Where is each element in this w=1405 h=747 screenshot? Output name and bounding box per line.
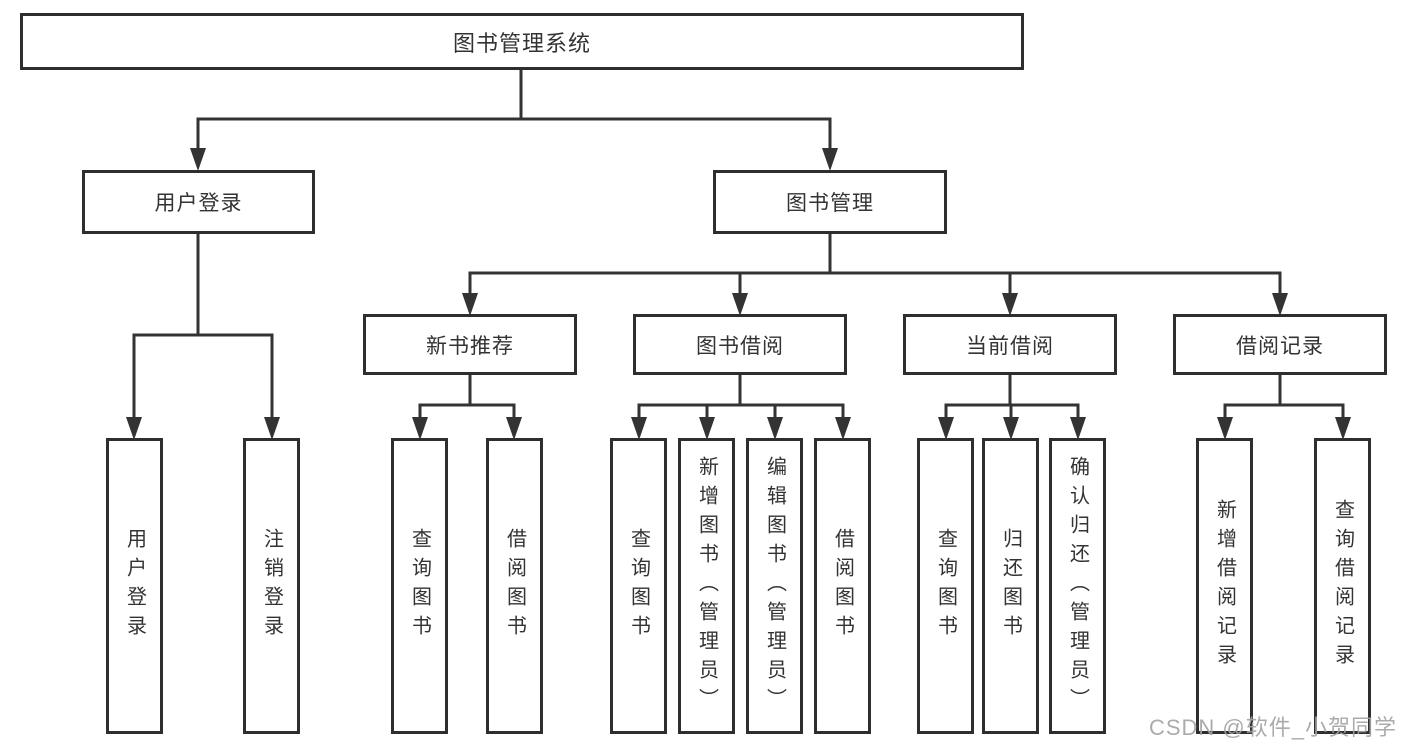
node-label: 归还图书 xyxy=(999,528,1022,644)
node-label: 借阅记录 xyxy=(1236,334,1324,358)
arrowhead-icon xyxy=(264,417,280,440)
leaf-query-books-borrow: 查询图书 xyxy=(610,438,667,734)
node-new-book-recommendation: 新书推荐 xyxy=(363,314,577,375)
node-label: 图书管理系统 xyxy=(452,30,591,56)
node-label: 新增图书（管理员） xyxy=(695,455,718,717)
node-label: 借阅图书 xyxy=(831,528,854,644)
node-label: 借阅图书 xyxy=(503,528,526,644)
arrowhead-icon xyxy=(835,417,851,440)
arrowhead-icon xyxy=(938,417,954,440)
arrowhead-icon xyxy=(1272,293,1288,316)
leaf-query-books-recommend: 查询图书 xyxy=(391,438,448,734)
leaf-edit-book-admin: 编辑图书（管理员） xyxy=(746,438,803,734)
leaf-add-borrow-record: 新增借阅记录 xyxy=(1196,438,1253,734)
leaf-confirm-return-admin: 确认归还（管理员） xyxy=(1049,438,1106,734)
arrowhead-icon xyxy=(699,417,715,440)
node-current-borrowing: 当前借阅 xyxy=(903,314,1117,375)
node-label: 编辑图书（管理员） xyxy=(763,455,786,717)
arrowhead-icon xyxy=(412,417,428,440)
leaf-logout: 注销登录 xyxy=(243,438,300,734)
arrowhead-icon xyxy=(767,417,783,440)
node-label: 图书管理 xyxy=(786,192,874,215)
arrowhead-icon xyxy=(1070,417,1086,440)
node-book-borrowing: 图书借阅 xyxy=(633,314,847,375)
leaf-add-book-admin: 新增图书（管理员） xyxy=(678,438,735,734)
node-label: 确认归还（管理员） xyxy=(1066,455,1089,717)
tree-edges xyxy=(132,67,1345,422)
arrowhead-icon xyxy=(822,148,838,171)
arrowhead-icon xyxy=(631,417,647,440)
node-library-management-system: 图书管理系统 xyxy=(20,13,1024,70)
node-book-management-module: 图书管理 xyxy=(713,170,947,234)
node-label: 新增借阅记录 xyxy=(1213,499,1236,673)
leaf-borrow-book: 借阅图书 xyxy=(814,438,871,734)
csdn-watermark: CSDN @软件_小贺同学 xyxy=(1148,715,1397,740)
arrowhead-icon xyxy=(1217,417,1233,440)
node-label: 当前借阅 xyxy=(966,334,1054,358)
arrowhead-icon xyxy=(1002,293,1018,316)
node-label: 查询图书 xyxy=(627,528,650,644)
node-label: 新书推荐 xyxy=(426,334,514,358)
arrowhead-icon xyxy=(1335,417,1351,440)
node-label: 图书借阅 xyxy=(696,334,784,358)
arrowhead-icon xyxy=(732,293,748,316)
node-borrowing-records: 借阅记录 xyxy=(1173,314,1387,375)
node-user-login-module: 用户登录 xyxy=(82,170,315,234)
leaf-user-login: 用户登录 xyxy=(106,438,163,734)
arrowhead-icon xyxy=(126,417,142,440)
arrowhead-icon xyxy=(190,148,206,171)
node-label: 查询图书 xyxy=(934,528,957,644)
leaf-borrow-books-recommend: 借阅图书 xyxy=(486,438,543,734)
node-label: 用户登录 xyxy=(123,528,146,644)
leaf-return-book: 归还图书 xyxy=(982,438,1039,734)
arrowhead-icon xyxy=(1003,417,1019,440)
leaf-query-borrow-record: 查询借阅记录 xyxy=(1314,438,1371,734)
node-label: 查询图书 xyxy=(408,528,431,644)
node-label: 注销登录 xyxy=(260,528,283,644)
leaf-query-books-current: 查询图书 xyxy=(917,438,974,734)
arrowhead-icon xyxy=(462,293,478,316)
node-label: 用户登录 xyxy=(154,192,243,215)
node-label: 查询借阅记录 xyxy=(1331,499,1354,673)
arrowhead-icon xyxy=(506,417,522,440)
